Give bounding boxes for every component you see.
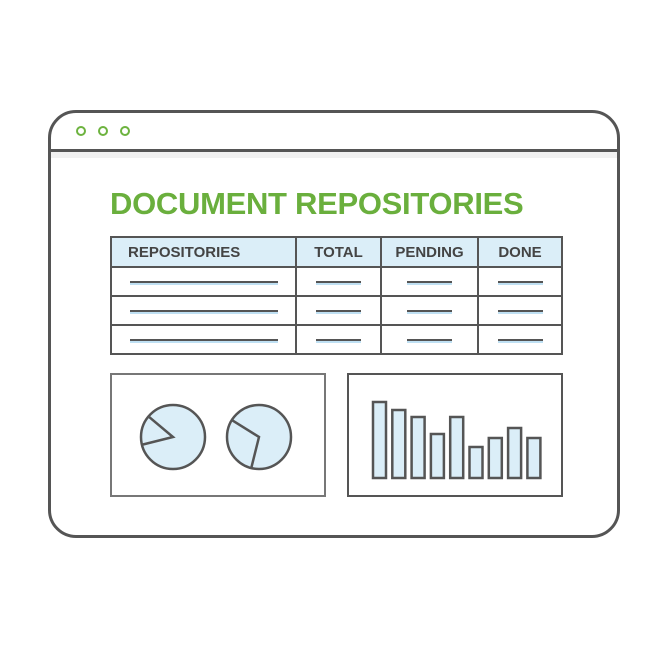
table-row[interactable] [110, 324, 563, 355]
bar [468, 445, 484, 480]
placeholder-text-line [497, 280, 543, 283]
placeholder-text-line [129, 338, 278, 341]
page-title: DOCUMENT REPOSITORIES [110, 186, 524, 221]
column-header-pending: PENDING [380, 236, 479, 268]
bar [506, 426, 523, 480]
browser-window [48, 110, 620, 538]
placeholder-text-line [129, 280, 278, 283]
placeholder-text-line [129, 309, 278, 312]
window-dot-icon[interactable] [120, 126, 130, 136]
table-row[interactable] [110, 295, 563, 326]
bar [448, 415, 465, 480]
pie-slice-divider [141, 415, 176, 446]
table-row[interactable] [110, 266, 563, 297]
titlebar-shadow [51, 152, 617, 158]
placeholder-text-line [407, 280, 452, 283]
column-header-repositories: REPOSITORIES [110, 236, 297, 268]
placeholder-text-line [316, 338, 361, 341]
bar [429, 432, 446, 480]
column-header-done: DONE [477, 236, 563, 268]
titlebar-divider [50, 149, 618, 152]
pie-slice-divider [231, 418, 261, 469]
repositories-table: REPOSITORIES TOTAL PENDING DONE [110, 236, 563, 355]
window-dot-icon[interactable] [76, 126, 86, 136]
placeholder-text-line [407, 338, 452, 341]
bar [371, 400, 388, 480]
placeholder-text-line [497, 338, 543, 341]
placeholder-text-line [316, 280, 361, 283]
bar [410, 415, 426, 480]
placeholder-text-line [497, 309, 543, 312]
pie-chart [225, 403, 293, 471]
bar [526, 436, 542, 480]
column-header-total: TOTAL [295, 236, 382, 268]
bar [487, 436, 504, 480]
pie-chart [139, 403, 207, 471]
placeholder-text-line [407, 309, 452, 312]
bar [391, 408, 407, 480]
placeholder-text-line [316, 309, 361, 312]
window-dot-icon[interactable] [98, 126, 108, 136]
table-header-row: REPOSITORIES TOTAL PENDING DONE [110, 236, 563, 268]
